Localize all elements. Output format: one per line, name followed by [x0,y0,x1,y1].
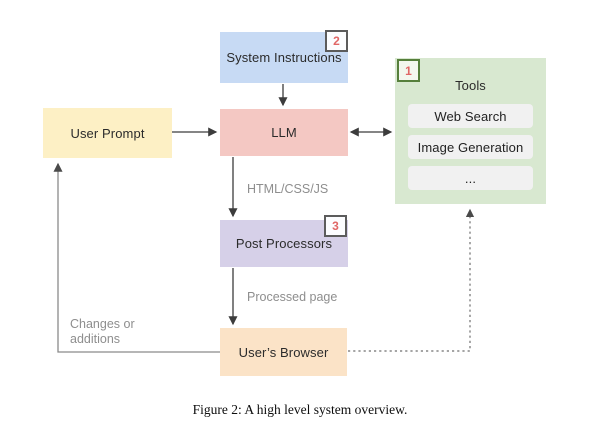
tool-item-image-generation: Image Generation [408,135,533,159]
node-user-prompt-label: User Prompt [70,125,145,141]
node-system-instructions: System Instructions 2 [220,30,348,83]
node-users-browser-label: User’s Browser [238,344,329,360]
tool-item-ellipsis: ... [408,166,533,190]
node-post-processors: Post Processors 3 [220,215,348,267]
node-post-processors-label: Post Processors [235,236,333,251]
node-tools: 1 Tools Web Search Image Generation ... [395,58,546,204]
edge-label-processed-page: Processed page [247,290,338,304]
arrow-users-browser-to-tools-dotted [348,208,475,352]
node-user-prompt: User Prompt [43,108,172,158]
badge-3: 3 [324,215,347,237]
badge-2: 2 [325,30,348,52]
node-system-instructions-label: System Instructions [226,50,342,65]
edge-label-changes-or-additions: Changes or additions [70,317,135,347]
node-llm: LLM [220,109,348,156]
node-llm-label: LLM [271,125,297,140]
figure-caption: Figure 2: A high level system overview. [192,402,408,417]
arrow-users-browser-to-user-prompt-feedback [53,162,220,353]
badge-1: 1 [397,59,420,82]
tools-title: Tools [455,78,486,93]
edge-label-changes-line2: additions [70,332,121,346]
node-users-browser: User’s Browser [220,328,347,376]
edge-label-html-css-js: HTML/CSS/JS [247,182,329,196]
edge-label-changes-line1: Changes or [70,317,135,331]
tool-item-web-search: Web Search [408,104,533,128]
